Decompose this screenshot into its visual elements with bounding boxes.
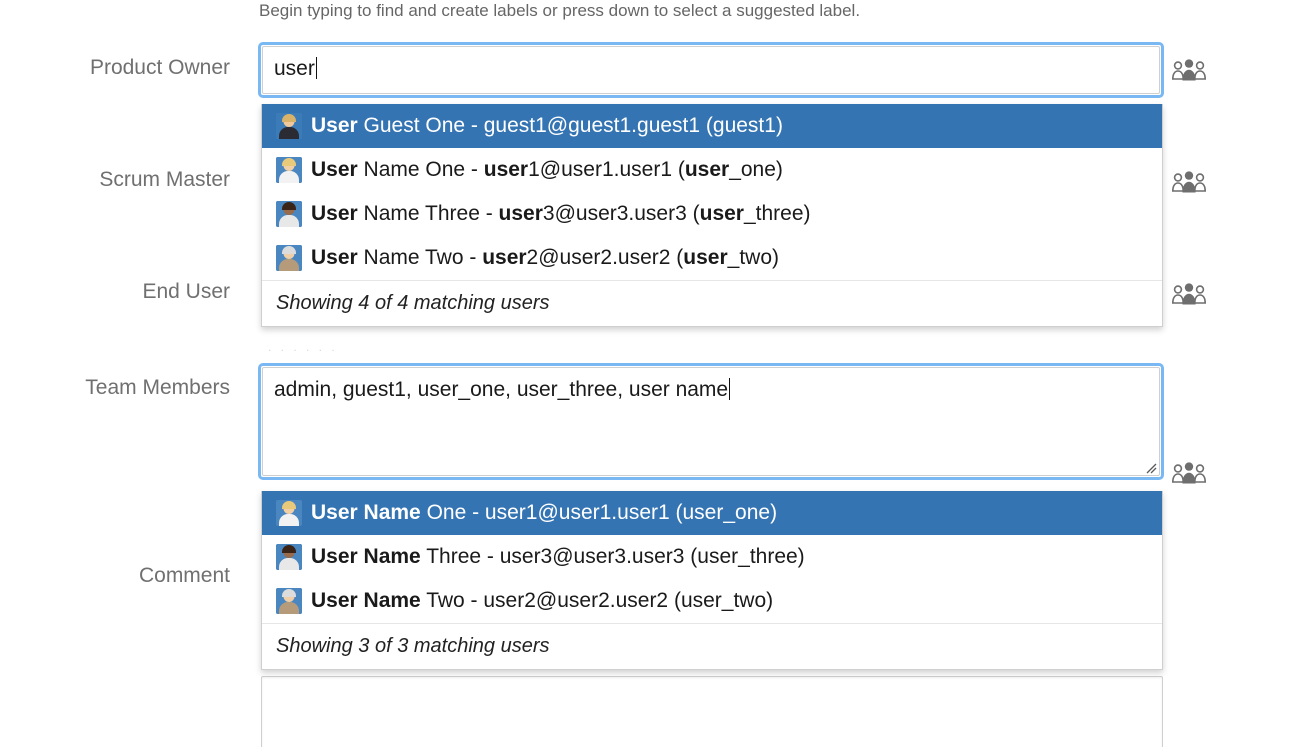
- team-members-textarea[interactable]: admin, guest1, user_one, user_three, use…: [262, 367, 1160, 476]
- field-label-product-owner: Product Owner: [89, 56, 230, 79]
- product-owner-input[interactable]: user: [262, 46, 1160, 94]
- product-owner-suggestions-dropdown[interactable]: User Guest One - guest1@guest1.guest1 (g…: [261, 104, 1163, 327]
- field-label-team-members: Team Members: [85, 376, 230, 399]
- product-owner-field-wrapper[interactable]: user: [258, 42, 1164, 98]
- team-members-field-wrapper[interactable]: admin, guest1, user_one, user_three, use…: [258, 363, 1164, 480]
- suggestion-label: User Guest One - guest1@guest1.guest1 (g…: [311, 114, 783, 137]
- suggestion-label: User Name Two - user2@user2.user2 (user_…: [311, 246, 779, 269]
- text-caret: [315, 57, 317, 79]
- suggestions-count: Showing 4 of 4 matching users: [262, 280, 1162, 326]
- suggestions-count: Showing 3 of 3 matching users: [262, 623, 1162, 669]
- suggestion-row[interactable]: User Name Three - user3@user3.user3 (use…: [262, 192, 1162, 236]
- avatar-blonde-woman: [276, 157, 302, 183]
- product-owner-input-value: user: [274, 57, 315, 80]
- obscured-helper-text: . . . . . .: [268, 340, 338, 354]
- field-label-scrum-master: Scrum Master: [99, 168, 230, 191]
- comment-textarea[interactable]: [261, 676, 1163, 747]
- resize-handle-icon[interactable]: [1143, 460, 1157, 474]
- suggestion-label: User Name Two - user2@user2.user2 (user_…: [311, 589, 774, 612]
- avatar-grey-hair: [276, 588, 302, 614]
- avatar-dark-hair: [276, 544, 302, 570]
- team-members-suggestions-dropdown[interactable]: User Name One - user1@user1.user1 (user_…: [261, 491, 1163, 670]
- avatar-grey-hair: [276, 245, 302, 271]
- avatar-blonde-woman: [276, 500, 302, 526]
- user-group-icon[interactable]: [1171, 58, 1207, 82]
- team-members-value: admin, guest1, user_one, user_three, use…: [274, 378, 729, 401]
- suggestion-label: User Name One - user1@user1.user1 (user_…: [311, 158, 783, 181]
- suggestion-row[interactable]: User Name Two - user2@user2.user2 (user_…: [262, 579, 1162, 623]
- suggestion-label: User Name Three - user3@user3.user3 (use…: [311, 545, 805, 568]
- user-group-icon[interactable]: [1171, 170, 1207, 194]
- suggestion-row[interactable]: User Guest One - guest1@guest1.guest1 (g…: [262, 104, 1162, 148]
- suggestion-label: User Name One - user1@user1.user1 (user_…: [311, 501, 778, 524]
- suggestion-label: User Name Three - user3@user3.user3 (use…: [311, 202, 811, 225]
- labels-hint-text: Begin typing to find and create labels o…: [259, 1, 861, 20]
- text-caret: [729, 378, 731, 400]
- user-group-icon[interactable]: [1171, 461, 1207, 485]
- avatar-dark-hair: [276, 201, 302, 227]
- avatar-businessman: [276, 113, 302, 139]
- field-label-comment: Comment: [138, 564, 230, 587]
- suggestion-row[interactable]: User Name Three - user3@user3.user3 (use…: [262, 535, 1162, 579]
- suggestion-row[interactable]: User Name Two - user2@user2.user2 (user_…: [262, 236, 1162, 280]
- field-label-end-user: End User: [142, 280, 230, 303]
- user-group-icon[interactable]: [1171, 282, 1207, 306]
- suggestion-row[interactable]: User Name One - user1@user1.user1 (user_…: [262, 491, 1162, 535]
- suggestion-row[interactable]: User Name One - user1@user1.user1 (user_…: [262, 148, 1162, 192]
